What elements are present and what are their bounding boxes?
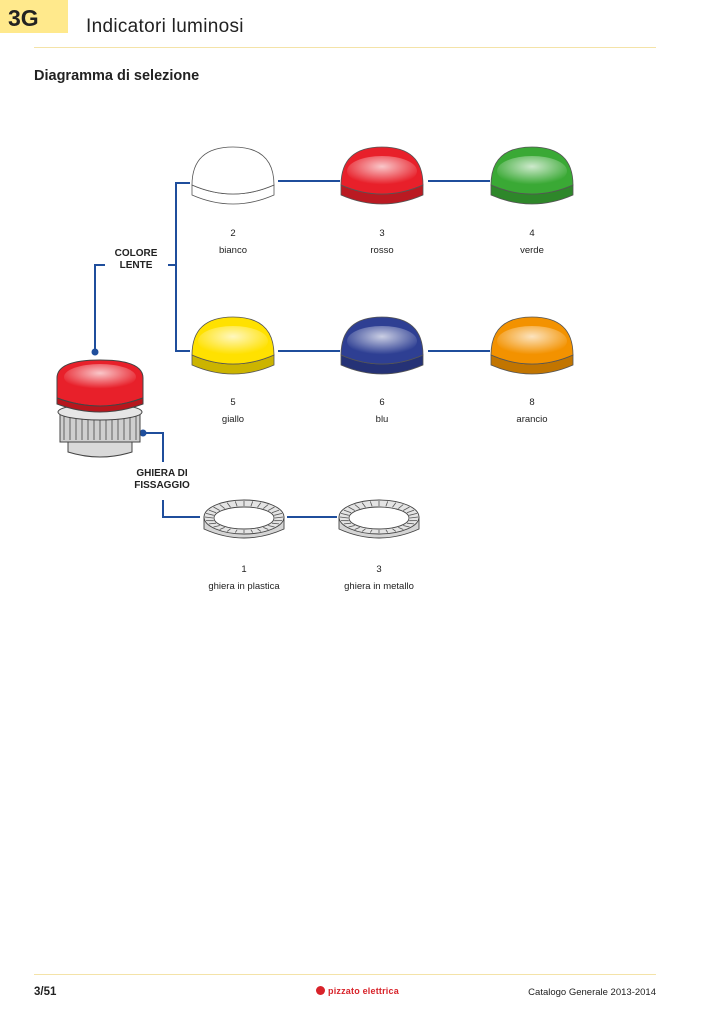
- connector-lines: [94, 180, 490, 518]
- brand-logo: pizzato elettrica: [316, 986, 399, 996]
- lens-caps: [191, 146, 574, 375]
- ring-name-plastica: ghiera in plastica: [208, 581, 280, 592]
- lens-code-verde: 4: [529, 228, 535, 239]
- lens-code-rosso: 3: [379, 228, 385, 239]
- page-title: Indicatori luminosi: [86, 16, 244, 37]
- page-number: 3/51: [34, 986, 57, 998]
- lens-cap-verde: [490, 146, 574, 205]
- top-rule: [34, 47, 656, 48]
- indicator-assembly-image: [56, 359, 144, 458]
- logo-mark-icon: [316, 986, 325, 995]
- lens-branch-bottom: [175, 265, 190, 352]
- ring-metallo: [338, 499, 420, 539]
- fixing-rings: [203, 499, 420, 539]
- group-label-lens-line2: LENTE: [119, 260, 153, 271]
- connector-dot-lens: [91, 348, 99, 356]
- lens-name-rosso: rosso: [370, 245, 394, 256]
- lens-code-blu: 6: [379, 397, 385, 408]
- section-tab: 3G: [0, 0, 68, 33]
- lens-cap-rosso: [340, 146, 424, 205]
- lens-cap-blu: [340, 316, 424, 375]
- lens-cap-bianco: [191, 146, 275, 205]
- lens-name-verde: verde: [520, 245, 544, 256]
- lens-name-bianco: bianco: [219, 245, 247, 256]
- ring-code-metallo: 3: [376, 564, 382, 575]
- lens-cap-arancio: [490, 316, 574, 375]
- ring-connector-bottom: [162, 500, 200, 518]
- lens-code-bianco: 2: [230, 228, 236, 239]
- lens-code-giallo: 5: [230, 397, 236, 408]
- lens-branch-top: [168, 182, 190, 266]
- ring-code-plastica: 1: [241, 564, 247, 575]
- bottom-rule: [34, 974, 656, 975]
- logo-text: pizzato elettrica: [328, 986, 399, 996]
- ring-plastica: [203, 499, 285, 539]
- group-label-lens-line1: COLORE: [114, 248, 158, 259]
- group-label-ring-line2: FISSAGGIO: [134, 480, 190, 491]
- ring-connector-top: [143, 432, 164, 462]
- lens-connector-left: [94, 264, 105, 352]
- lens-code-arancio: 8: [529, 397, 535, 408]
- lens-cap-giallo: [191, 316, 275, 375]
- group-label-ring-line1: GHIERA DI: [136, 468, 188, 479]
- catalog-title: Catalogo Generale 2013-2014: [528, 987, 656, 998]
- group-label-lens: COLORE LENTE: [110, 248, 162, 272]
- group-label-ring: GHIERA DI FISSAGGIO: [127, 468, 197, 492]
- connector-dot-ring: [139, 429, 147, 437]
- lens-name-arancio: arancio: [516, 414, 548, 425]
- section-subtitle: Diagramma di selezione: [34, 68, 200, 84]
- ring-name-metallo: ghiera in metallo: [344, 581, 414, 592]
- lens-name-giallo: giallo: [221, 414, 245, 425]
- lens-name-blu: blu: [375, 414, 389, 425]
